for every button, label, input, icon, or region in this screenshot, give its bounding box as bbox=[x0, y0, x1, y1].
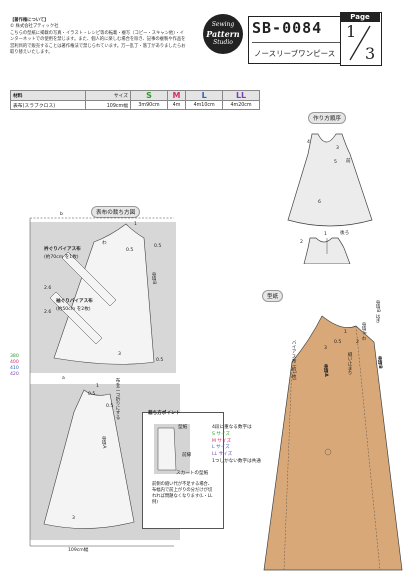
length-ll: 420 bbox=[10, 372, 19, 377]
step-1: 1 bbox=[324, 232, 327, 237]
seam-3: 1 bbox=[134, 222, 137, 227]
material-width: 109cm幅 bbox=[85, 100, 131, 110]
pattern-piece bbox=[263, 315, 403, 571]
back-label: 後ろ bbox=[340, 231, 350, 236]
bias-a-size: (約70cm を1枚) bbox=[44, 255, 79, 260]
pattern-code: SB-0084 bbox=[252, 19, 323, 37]
size-legend-ll: LL サイズ bbox=[212, 452, 233, 458]
section-howto: 作り方順序 bbox=[308, 112, 346, 124]
fabric-width: 109cm幅 bbox=[68, 548, 89, 553]
pattern-label-a: 身頃A わ bbox=[361, 322, 366, 341]
step-3: 3 bbox=[336, 146, 339, 151]
material-col-header: 材料 bbox=[10, 90, 86, 101]
pattern-body-b: 身頃B bbox=[377, 356, 382, 369]
cutting-diagram bbox=[29, 217, 174, 547]
cutting-point-fold: 前縁 bbox=[182, 453, 192, 458]
page-total: 3 bbox=[365, 44, 376, 63]
fold-top-label: わ bbox=[102, 241, 107, 246]
size-legend-s: S サイズ bbox=[212, 431, 231, 437]
seam-8: 0.5 bbox=[106, 404, 114, 409]
size-l-header: L bbox=[185, 90, 224, 101]
pattern-n3: 3 bbox=[324, 346, 327, 351]
copyright-owner: © 株式会社ブティック社 bbox=[10, 24, 59, 30]
page-slash bbox=[349, 25, 371, 61]
side-b-label: b bbox=[60, 212, 63, 217]
amount-s: 3m90cm bbox=[130, 100, 168, 110]
page-tab: Page bbox=[340, 12, 380, 22]
section-cutting: 表布の裁ち方図 bbox=[91, 206, 141, 218]
section-pattern: 型紙 bbox=[262, 290, 284, 302]
pattern-bias: バイアス布 (約1枚) bbox=[291, 340, 296, 381]
body-b-cut-label: 身頃B bbox=[151, 272, 156, 285]
pattern-n1: 1 bbox=[344, 330, 347, 335]
brand-logo: Sewing Pattern Studio bbox=[203, 14, 243, 54]
amount-m: 4m bbox=[166, 100, 187, 110]
size-legend-common: 1つしかない数字は共通 bbox=[212, 458, 261, 464]
pattern-body-a: 身頃A bbox=[323, 364, 328, 377]
side-a-label: a bbox=[62, 376, 65, 381]
cutting-point-diagram bbox=[154, 424, 190, 474]
materials-table: 材料 サイズ S M L LL 表布(スラブクロス) 109cm幅 3m90cm… bbox=[10, 90, 260, 110]
bias-b-size: (約50cm を2枚) bbox=[56, 307, 91, 312]
logo-line-2: Pattern bbox=[206, 29, 240, 39]
cutting-point-skirt: スカートの型紙 bbox=[176, 471, 209, 476]
size-legend-l: L サイズ bbox=[212, 445, 230, 451]
length-s: 380 bbox=[10, 354, 19, 359]
seam-4: 0.5 bbox=[126, 248, 134, 253]
pattern-ease: 縫い止まり bbox=[347, 352, 352, 375]
seam-11: 3 bbox=[72, 516, 75, 521]
length-m: 400 bbox=[10, 360, 19, 365]
seam-9: 1 bbox=[96, 384, 99, 389]
materials-header-row: 材料 サイズ S M L LL bbox=[10, 90, 260, 101]
seam-2: 2.6 bbox=[44, 310, 52, 315]
cutting-point-title: 裁ち方ポイント bbox=[148, 411, 181, 416]
size-col-header: サイズ bbox=[85, 90, 131, 101]
page-current: 1 bbox=[346, 22, 357, 41]
seam-10: 0.5 bbox=[156, 358, 164, 363]
pattern-name: ノースリーブワンピース bbox=[254, 49, 336, 58]
amount-l: 4m10cm bbox=[185, 100, 224, 110]
seam-6: 3 bbox=[118, 352, 121, 357]
size-legend-title: 4段に重なる数字は bbox=[212, 425, 252, 430]
body-a-cut-label: 身頃A bbox=[101, 436, 106, 449]
seam-7: 0.5 bbox=[88, 392, 96, 397]
logo-line-3: Studio bbox=[213, 39, 233, 46]
amount-ll: 4m20cm bbox=[222, 100, 260, 110]
front-label: 前 bbox=[346, 159, 351, 164]
bias-a-label: 衿ぐりバイアス布 bbox=[44, 247, 81, 252]
length-l: 410 bbox=[10, 366, 19, 371]
pattern-label-b: 身頃B はぎ bbox=[375, 300, 380, 324]
step-6: 6 bbox=[318, 200, 321, 205]
pattern-n2: 2 bbox=[356, 340, 359, 345]
length-list: 380 400 410 420 bbox=[10, 354, 19, 378]
material-name: 表布(スラブクロス) bbox=[10, 100, 86, 110]
size-legend: 4段に重なる数字は S サイズ M サイズ L サイズ LL サイズ 1つしかな… bbox=[212, 425, 266, 466]
seam-5: 0.5 bbox=[154, 244, 162, 249]
title-divider bbox=[252, 42, 340, 43]
fold-mid-label: 布を二つ折りにする bbox=[115, 378, 120, 420]
pattern-n05: 0.5 bbox=[334, 340, 342, 345]
step-4: 4 bbox=[307, 140, 310, 145]
copyright-notice: 【著作権について】 © 株式会社ブティック社 こちらの型紙に掲載の写真・イラスト… bbox=[10, 18, 188, 56]
materials-row: 表布(スラブクロス) 109cm幅 3m90cm 4m 4m10cm 4m20c… bbox=[10, 100, 260, 110]
step-2: 2 bbox=[300, 240, 303, 245]
size-s-header: S bbox=[130, 90, 168, 101]
size-ll-header: LL bbox=[222, 90, 260, 101]
cutting-point-pattern: 型紙 bbox=[178, 425, 188, 430]
copyright-heading: 【著作権について】 bbox=[10, 18, 49, 23]
seam-1: 2.6 bbox=[44, 286, 52, 291]
logo-line-1: Sewing bbox=[211, 21, 235, 28]
dress-illustration bbox=[287, 133, 373, 264]
size-legend-m: M サイズ bbox=[212, 438, 232, 444]
step-5: 5 bbox=[334, 160, 337, 165]
copyright-body: こちらの型紙に掲載の写真・イラスト・レシピ等の転載・複写（コピー・スキャン他）・… bbox=[10, 30, 186, 56]
size-m-header: M bbox=[166, 90, 187, 101]
bias-b-label: 袖ぐりバイアス布 bbox=[56, 299, 93, 304]
cutting-point-note: 前側の縫い代が不足する場合、布幅内で前上がりの分だけが切れれば問題なくなります(… bbox=[152, 482, 213, 505]
